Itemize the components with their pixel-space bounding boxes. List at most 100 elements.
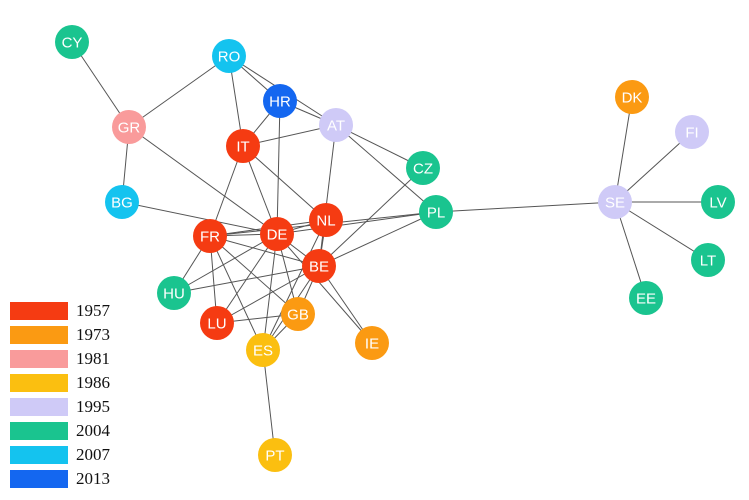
node-se: SE	[598, 185, 632, 219]
node-label: LT	[700, 253, 716, 270]
node-it: IT	[226, 129, 260, 163]
edge-cz-be	[318, 167, 424, 267]
node-circle	[112, 110, 146, 144]
node-circle	[281, 297, 315, 331]
node-circle	[263, 84, 297, 118]
legend-item-1973: 1973	[10, 324, 150, 346]
node-label: GB	[287, 307, 309, 324]
node-label: FR	[200, 229, 220, 246]
legend-swatch	[10, 374, 68, 392]
node-label: AT	[327, 118, 345, 135]
edge-de-ie	[276, 233, 373, 344]
edge-fr-es	[209, 235, 264, 351]
node-label: CZ	[413, 161, 433, 178]
node-ro: RO	[212, 39, 246, 73]
node-circle	[212, 39, 246, 73]
node-label: HU	[163, 286, 185, 303]
node-label: RO	[218, 49, 241, 66]
node-de: DE	[260, 217, 294, 251]
node-lv: LV	[701, 185, 735, 219]
node-ie: IE	[355, 326, 389, 360]
node-label: IE	[365, 336, 379, 353]
node-circle	[226, 129, 260, 163]
legend-swatch	[10, 422, 68, 440]
node-dk: DK	[615, 80, 649, 114]
node-label: LV	[709, 195, 726, 212]
legend-swatch	[10, 398, 68, 416]
node-label: LU	[207, 316, 226, 333]
node-at: AT	[319, 108, 353, 142]
legend-item-2013: 2013	[10, 468, 150, 490]
node-circle	[419, 195, 453, 229]
node-label: FI	[685, 125, 698, 142]
edge-hr-de	[276, 100, 281, 235]
node-label: CY	[62, 35, 83, 52]
node-circle	[319, 108, 353, 142]
node-circle	[615, 80, 649, 114]
edge-se-lt	[614, 201, 709, 261]
node-hr: HR	[263, 84, 297, 118]
edge-de-hu	[173, 233, 278, 294]
legend-swatch	[10, 470, 68, 488]
node-circle	[258, 438, 292, 472]
edge-de-lu	[216, 233, 278, 324]
node-circle	[309, 203, 343, 237]
legend-item-2007: 2007	[10, 444, 150, 466]
node-circle	[55, 25, 89, 59]
edge-se-dk	[614, 96, 633, 203]
edge-pl-se	[435, 201, 616, 213]
edge-be-lu	[216, 265, 320, 324]
legend-swatch	[10, 446, 68, 464]
edge-bg-de	[121, 201, 278, 235]
node-label: PT	[265, 448, 284, 465]
node-label: EE	[636, 291, 656, 308]
legend-item-1986: 1986	[10, 372, 150, 394]
node-label: ES	[253, 343, 273, 360]
legend-label: 2004	[76, 421, 110, 440]
node-fr: FR	[193, 219, 227, 253]
node-circle	[691, 243, 725, 277]
edge-de-es	[262, 233, 278, 351]
legend-item-1957: 1957	[10, 300, 150, 322]
node-lt: LT	[691, 243, 725, 277]
edge-cy-gr	[71, 41, 130, 128]
edge-be-hu	[173, 265, 320, 294]
edge-it-nl	[242, 145, 327, 221]
node-cy: CY	[55, 25, 89, 59]
edge-gr-ro	[128, 55, 230, 128]
node-circle	[406, 151, 440, 185]
edge-fr-gb	[209, 235, 299, 315]
legend-label: 1957	[76, 301, 110, 320]
node-circle	[193, 219, 227, 253]
legend-item-1981: 1981	[10, 348, 150, 370]
edge-se-fi	[614, 131, 693, 203]
node-circle	[105, 185, 139, 219]
legend-swatch	[10, 326, 68, 344]
edge-gr-de	[128, 126, 278, 235]
node-bg: BG	[105, 185, 139, 219]
legend-swatch	[10, 350, 68, 368]
node-label: IT	[236, 139, 249, 156]
legend-item-1995: 1995	[10, 396, 150, 418]
node-circle	[701, 185, 735, 219]
node-label: BG	[111, 195, 133, 212]
node-label: HR	[269, 94, 291, 111]
node-label: NL	[316, 213, 335, 230]
legend-label: 1973	[76, 325, 110, 344]
node-circle	[157, 276, 191, 310]
legend-label: 1995	[76, 397, 110, 416]
edge-nl-es	[262, 219, 327, 351]
legend-label: 2007	[76, 445, 110, 464]
edge-pl-de	[276, 211, 437, 235]
node-pt: PT	[258, 438, 292, 472]
edge-pl-be	[318, 211, 437, 267]
node-circle	[302, 249, 336, 283]
node-label: SE	[605, 195, 625, 212]
node-be: BE	[302, 249, 336, 283]
node-lu: LU	[200, 306, 234, 340]
node-nl: NL	[309, 203, 343, 237]
node-label: PL	[427, 205, 445, 222]
edge-at-be	[318, 124, 337, 267]
node-label: BE	[309, 259, 329, 276]
